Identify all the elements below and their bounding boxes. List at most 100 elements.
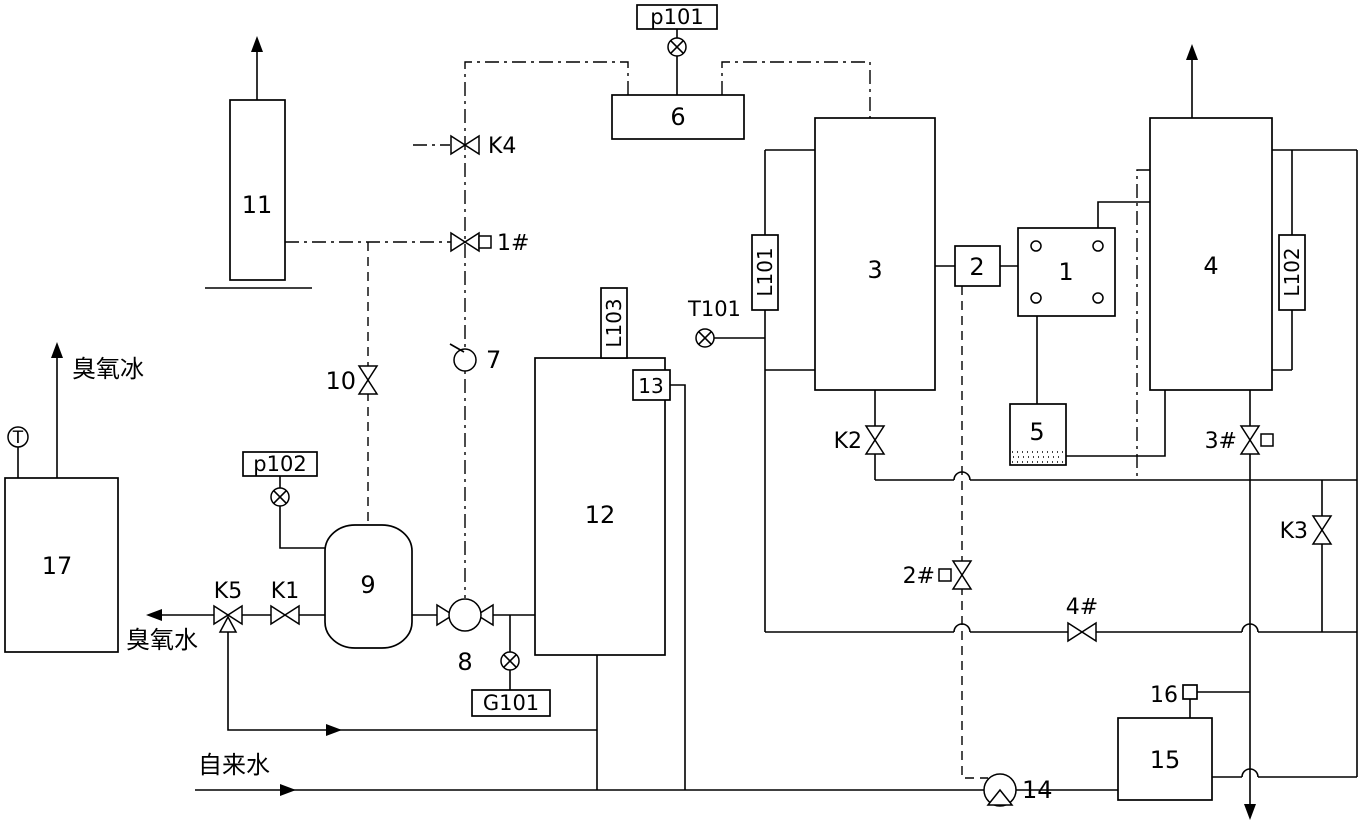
arrow-left-icon [146,609,162,621]
arrow-down-icon [1244,804,1256,820]
valve-body [463,134,480,156]
signal-segment [464,61,629,598]
instrument-l102-label: L102 [1280,247,1304,296]
arrow-up-icon [51,342,63,358]
equipment-16-label: 16 [1150,683,1178,708]
instrument-l103-label: L103 [602,298,626,347]
equipment-13-label: 13 [638,374,663,398]
arrow-right-icon [280,784,296,796]
valve-k3-label: K3 [1280,519,1308,544]
valve-body [463,231,480,253]
signal-lines [285,61,1150,598]
process-pipes [17,29,1358,808]
equipment-15-label: 15 [1150,746,1181,774]
rotameter-icon [453,348,477,372]
instrument-l102-tag [1278,234,1306,311]
equipment-3: 3 [814,117,936,391]
crossing-arc [953,471,971,481]
valve-body [1067,621,1084,643]
instrument-l101-label: L101 [753,247,777,296]
arrow-right-icon [326,724,342,736]
crossing-arc [1241,768,1259,778]
equipment-5: 5 [1009,403,1067,466]
pump-icon [448,598,482,632]
equipment-5-label: 5 [1029,418,1044,446]
pump-14: 14 [983,773,1053,807]
gauge-cross-icon [503,654,517,668]
instrument-g101-label: G101 [483,691,539,715]
instrument-l103: L103 [600,287,628,359]
equipment-13: 13 [632,369,671,401]
pipe-segment [1066,390,1166,457]
device-7-rotameter: 7 [449,343,501,374]
dashed-segment [961,286,988,779]
equipment-15-body [1117,717,1213,801]
valve-body [1311,515,1333,532]
equipment-7-label: 7 [486,346,501,374]
valve-actuator [1260,433,1274,447]
pipe-segment [227,632,597,731]
equipment-6: 6 [611,94,745,140]
valve-body [951,573,973,590]
equipment-9-tank: 9 [324,524,413,649]
instrument-g101-tag [471,689,551,717]
instrument-p102-tag [242,451,318,477]
instrument-t-label: T [12,428,24,448]
valve-body [450,231,467,253]
rotameter-lever [449,343,465,353]
valve-k4: K4 [450,134,516,159]
valve-body [218,615,238,633]
valve-k2-label: K2 [834,429,862,454]
crossing-arc [953,623,971,633]
valve-body [270,604,287,626]
gauge-cross-icon [670,40,684,54]
instrument-l102: L102 [1278,234,1306,311]
tap-water-label: 自来水 [198,751,270,779]
valve-body [1239,425,1261,442]
valve-4: 4# [1066,595,1098,643]
valve-k4-label: K4 [488,134,516,159]
valve-k1: K1 [270,579,300,626]
valve-1: 1# [450,231,529,256]
equipment-14-label: 14 [1022,776,1053,804]
valve-4-label: 4# [1066,595,1098,620]
valve-body [864,438,886,455]
flow-arrows [51,36,1256,820]
arrow-up-icon [1186,44,1198,60]
equipment-2: 2 [954,245,1001,287]
pipe-segment [279,506,325,549]
instrument-p101-tag [636,4,718,30]
equipment-5-body [1009,403,1067,466]
gauge-cross-icon [698,331,712,345]
equipment-17: 17 [4,477,119,653]
valve-actuator [478,235,492,249]
signal-segment [1136,169,1150,480]
valve-body [1080,621,1097,643]
equipment-9-body [324,524,413,649]
pump-inlet-triangle [436,603,455,627]
equipment-16: 16 [1150,683,1198,708]
ozone-water-label: 臭氧水 [126,626,198,654]
equipment-8-label: 8 [457,648,472,676]
valve-k1-label: K1 [271,579,299,604]
valve-k2: K2 [834,425,886,455]
gauge-cross-icon [273,490,287,504]
port-circle [1092,292,1104,304]
equipment-11-label: 11 [242,191,273,219]
equipment-4: 4 [1149,117,1273,391]
crossing-arc [1241,623,1259,633]
valve-body [357,365,379,382]
pipe-segment [670,384,686,790]
instrument-l101: L101 [751,234,779,311]
equipment-6-body [611,94,745,140]
gauge-icon [7,426,29,448]
equipment-6-label: 6 [670,103,685,131]
equipment-16-body [1182,684,1198,700]
instrument-l101-tag [751,234,779,311]
valve-3-label: 3# [1205,429,1237,454]
instrument-t101: T101 [687,297,741,348]
stream-labels: 臭氧冰 臭氧水 自来水 [72,355,270,779]
port-circle [1030,240,1042,252]
